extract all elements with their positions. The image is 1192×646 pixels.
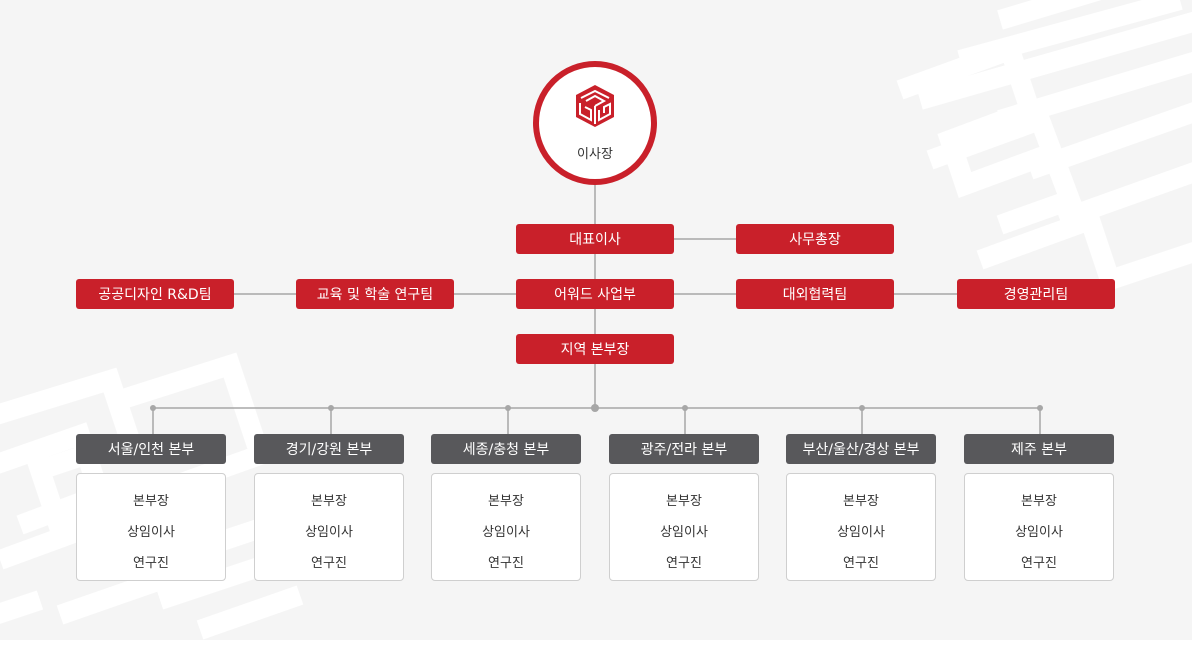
ceo-node: 이사장 bbox=[533, 61, 657, 185]
award-division-box: 어워드 사업부 bbox=[516, 279, 674, 309]
branch-members-card: 본부장 상임이사 연구진 bbox=[609, 473, 759, 581]
member-item: 상임이사 bbox=[837, 525, 885, 540]
member-item: 연구진 bbox=[843, 556, 879, 571]
page-footer-band bbox=[0, 640, 1192, 646]
external-cooperation-team-box: 대외협력팀 bbox=[736, 279, 894, 309]
branch-members-card: 본부장 상임이사 연구진 bbox=[431, 473, 581, 581]
member-item: 상임이사 bbox=[127, 525, 175, 540]
branch-members-card: 본부장 상임이사 연구진 bbox=[76, 473, 226, 581]
member-item: 연구진 bbox=[488, 556, 524, 571]
public-design-rnd-team-box: 공공디자인 R&D팀 bbox=[76, 279, 234, 309]
branch-dot-5 bbox=[859, 405, 865, 411]
ceo-label: 이사장 bbox=[577, 147, 613, 162]
member-item: 연구진 bbox=[1021, 556, 1057, 571]
member-item: 본부장 bbox=[133, 494, 169, 509]
branch-dot-1 bbox=[150, 405, 156, 411]
member-item: 본부장 bbox=[843, 494, 879, 509]
branch-dot-3 bbox=[505, 405, 511, 411]
member-item: 상임이사 bbox=[482, 525, 530, 540]
branch-box-busan-ulsan-gyeongsang: 부산/울산/경상 본부 bbox=[786, 434, 936, 464]
branch-box-seoul-incheon: 서울/인천 본부 bbox=[76, 434, 226, 464]
member-item: 본부장 bbox=[1021, 494, 1057, 509]
member-item: 상임이사 bbox=[305, 525, 353, 540]
regional-head-box: 지역 본부장 bbox=[516, 334, 674, 364]
member-item: 연구진 bbox=[666, 556, 702, 571]
branch-members-card: 본부장 상임이사 연구진 bbox=[254, 473, 404, 581]
branch-dot-4 bbox=[682, 405, 688, 411]
cube-logo-icon bbox=[576, 85, 614, 127]
branch-members-card: 본부장 상임이사 연구진 bbox=[786, 473, 936, 581]
member-item: 연구진 bbox=[311, 556, 347, 571]
management-team-box: 경영관리팀 bbox=[957, 279, 1115, 309]
branch-dot-6 bbox=[1037, 405, 1043, 411]
representative-director-box: 대표이사 bbox=[516, 224, 674, 254]
member-item: 상임이사 bbox=[1015, 525, 1063, 540]
branch-box-jeju: 제주 본부 bbox=[964, 434, 1114, 464]
member-item: 연구진 bbox=[133, 556, 169, 571]
education-research-team-box: 교육 및 학술 연구팀 bbox=[296, 279, 454, 309]
branch-box-gwangju-jeolla: 광주/전라 본부 bbox=[609, 434, 759, 464]
member-item: 상임이사 bbox=[660, 525, 708, 540]
branch-members-card: 본부장 상임이사 연구진 bbox=[964, 473, 1114, 581]
member-item: 본부장 bbox=[666, 494, 702, 509]
watermark-pattern-top-right bbox=[896, 0, 1192, 293]
branch-box-sejong-chungcheong: 세종/충청 본부 bbox=[431, 434, 581, 464]
junction-dot bbox=[591, 404, 599, 412]
member-item: 본부장 bbox=[311, 494, 347, 509]
branch-dot-2 bbox=[328, 405, 334, 411]
member-item: 본부장 bbox=[488, 494, 524, 509]
secretary-general-box: 사무총장 bbox=[736, 224, 894, 254]
branch-box-gyeonggi-gangwon: 경기/강원 본부 bbox=[254, 434, 404, 464]
